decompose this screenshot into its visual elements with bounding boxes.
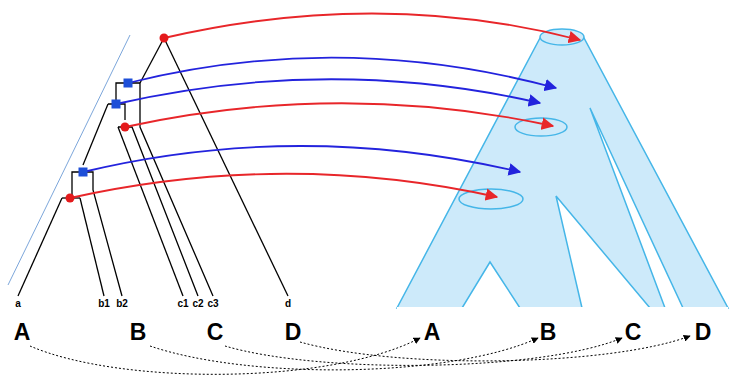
duplication-square <box>79 168 88 177</box>
gene-leaf-label: d <box>285 299 291 309</box>
speciation-arrow <box>164 13 580 40</box>
gene-branch <box>118 127 183 296</box>
species-label: B <box>130 321 147 344</box>
species-gap <box>556 196 650 308</box>
species-label: C <box>625 321 642 344</box>
leaf-mappings <box>30 336 690 374</box>
speciation-dot <box>121 123 130 132</box>
duplication-arrow <box>128 58 556 88</box>
gene-leaf-label: c3 <box>207 299 218 309</box>
gene-branch <box>18 198 62 296</box>
gene-leaf-label: b2 <box>116 299 128 309</box>
gene-branch <box>116 83 213 296</box>
speciation-dot <box>160 34 169 43</box>
duplication-arrow <box>83 146 520 172</box>
gene-leaf-label: b1 <box>98 299 110 309</box>
species-base <box>397 307 728 309</box>
leaf-map-arrow <box>30 338 420 374</box>
guide-line <box>8 35 130 285</box>
duplication-square <box>112 100 121 109</box>
species-label: A <box>424 321 441 344</box>
gene-leaf-label: c1 <box>177 299 188 309</box>
gene-branch <box>72 172 122 296</box>
species-label: A <box>14 321 31 344</box>
species-label: D <box>695 321 712 344</box>
speciation-dot <box>66 194 75 203</box>
speciation-arrow <box>70 174 497 198</box>
species-tree <box>397 29 728 308</box>
species-label: C <box>207 321 224 344</box>
gene-branch <box>83 104 108 165</box>
leaf-map-arrow <box>225 338 622 365</box>
duplication-square <box>124 79 133 88</box>
species-label: B <box>540 321 557 344</box>
gene-leaf-label: c2 <box>192 299 203 309</box>
duplication-arrow <box>116 79 540 104</box>
gene-nodes <box>66 34 169 203</box>
species-label: D <box>285 321 302 344</box>
gene-branch <box>80 198 104 296</box>
speciation-arrow <box>125 103 553 127</box>
species-gap <box>462 262 520 308</box>
gene-leaf-label: a <box>15 299 21 309</box>
species-tube <box>397 38 728 308</box>
mapping-arrows <box>70 13 580 198</box>
